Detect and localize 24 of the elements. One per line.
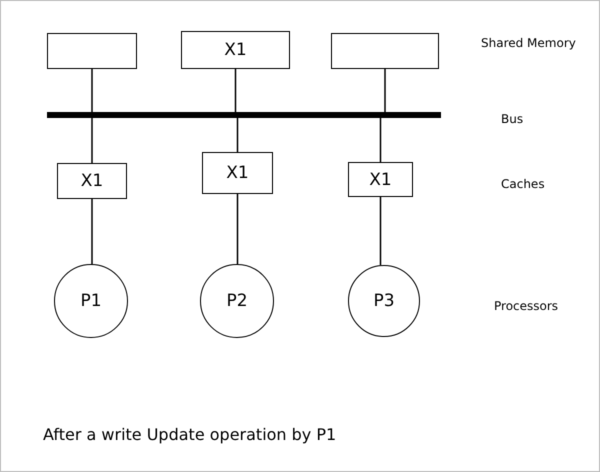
box: X1 — [202, 152, 273, 194]
row-label: Processors — [494, 299, 558, 313]
connector-line — [91, 118, 93, 163]
connector-line — [234, 69, 236, 112]
connector-line — [91, 69, 93, 112]
processor-circle: P2 — [200, 264, 274, 338]
connector-line — [236, 118, 238, 152]
caption: After a write Update operation by P1 — [43, 425, 336, 444]
box — [47, 33, 137, 69]
connector-line — [236, 194, 238, 264]
connector-line — [380, 197, 382, 265]
box: X1 — [57, 163, 127, 199]
connector-line — [380, 118, 382, 162]
row-label: Shared Memory — [481, 36, 576, 50]
processor-circle: P3 — [348, 265, 420, 337]
connector-line — [384, 69, 386, 112]
row-label: Caches — [501, 177, 545, 191]
box — [331, 33, 439, 69]
connector-line — [91, 199, 93, 264]
box: X1 — [181, 31, 290, 69]
box: X1 — [348, 162, 413, 197]
row-label: Bus — [501, 112, 524, 126]
bus-bar — [47, 112, 441, 118]
processor-circle: P1 — [54, 264, 128, 338]
